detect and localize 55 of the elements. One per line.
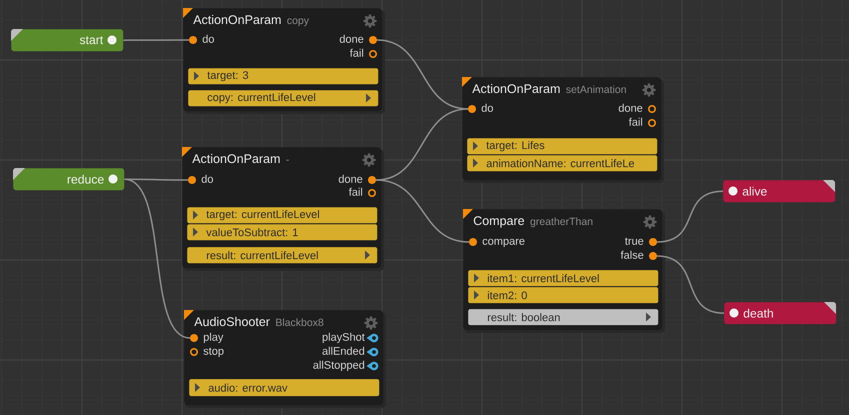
parameter-bar: animationName: currentLifeLe xyxy=(467,155,658,172)
port-label: allStopped xyxy=(313,360,364,371)
port-label: allEnded xyxy=(322,346,364,355)
node-subtitle: setAnimation xyxy=(566,85,626,94)
node-subtitle: - xyxy=(286,160,289,161)
port-label: fail xyxy=(350,48,364,57)
parameter-bar: result: boolean xyxy=(468,309,658,326)
event-box: alive xyxy=(723,180,836,202)
connector xyxy=(376,108,468,181)
node-title: AudioShooter xyxy=(194,316,270,326)
port-label: false xyxy=(620,250,644,259)
connector xyxy=(376,39,468,110)
parameter-bar: target: 3 xyxy=(188,68,378,84)
port-label: fail xyxy=(628,118,642,126)
node-label: target: currentLifeLevel xyxy=(206,210,319,220)
port-label: true xyxy=(625,238,644,245)
port-label: compare xyxy=(482,238,524,248)
node-title: ActionOnParam xyxy=(472,84,560,94)
port-label: play xyxy=(204,332,224,343)
port-label: do xyxy=(202,34,214,43)
node-label: item2: 0 xyxy=(488,291,527,300)
node-title: ActionOnParam xyxy=(192,154,280,164)
node-title: ActionOnParam xyxy=(193,14,281,24)
node-label: animationName: currentLifeLe xyxy=(486,159,634,168)
port-label: do xyxy=(202,174,213,183)
node-label: valueToSubtract: 1 xyxy=(206,228,298,236)
connector xyxy=(124,178,190,339)
parameter-bar: valueToSubtract: 1 xyxy=(187,224,378,240)
parameter-bar: target: currentLifeLevel xyxy=(187,207,378,224)
parameter-bar: result: currentLifeLevel xyxy=(187,247,378,264)
node-label: target: Lifes xyxy=(486,141,544,152)
node-subtitle: Blackbox8 xyxy=(276,318,324,326)
connector xyxy=(656,190,724,243)
event-box: death xyxy=(724,302,836,324)
port-label: playShot xyxy=(322,332,365,343)
parameter-bar: audio: error.wav xyxy=(189,379,380,396)
node-label: item1: currentLifeLevel xyxy=(488,274,599,282)
port-label: do xyxy=(482,104,493,112)
port-label: fail xyxy=(348,188,362,196)
event-box: reduce xyxy=(13,168,124,190)
event-box: start xyxy=(11,29,124,52)
port-label: done xyxy=(338,174,362,183)
port-label: done xyxy=(340,34,364,43)
node-subtitle: copy xyxy=(287,18,309,26)
parameter-bar: copy: currentLifeLevel xyxy=(188,90,378,106)
parameter-bar: item2: 0 xyxy=(468,287,658,304)
connector xyxy=(656,255,724,314)
connector xyxy=(376,179,470,243)
node-subtitle: greatherThan xyxy=(530,217,592,228)
node-title: Compare xyxy=(474,216,524,228)
parameter-bar: item1: currentLifeLevel xyxy=(468,270,658,286)
parameter-bar: target: Lifes xyxy=(467,138,658,154)
port-label: done xyxy=(618,104,642,112)
connector xyxy=(123,39,189,41)
port-label: stop xyxy=(204,348,224,357)
